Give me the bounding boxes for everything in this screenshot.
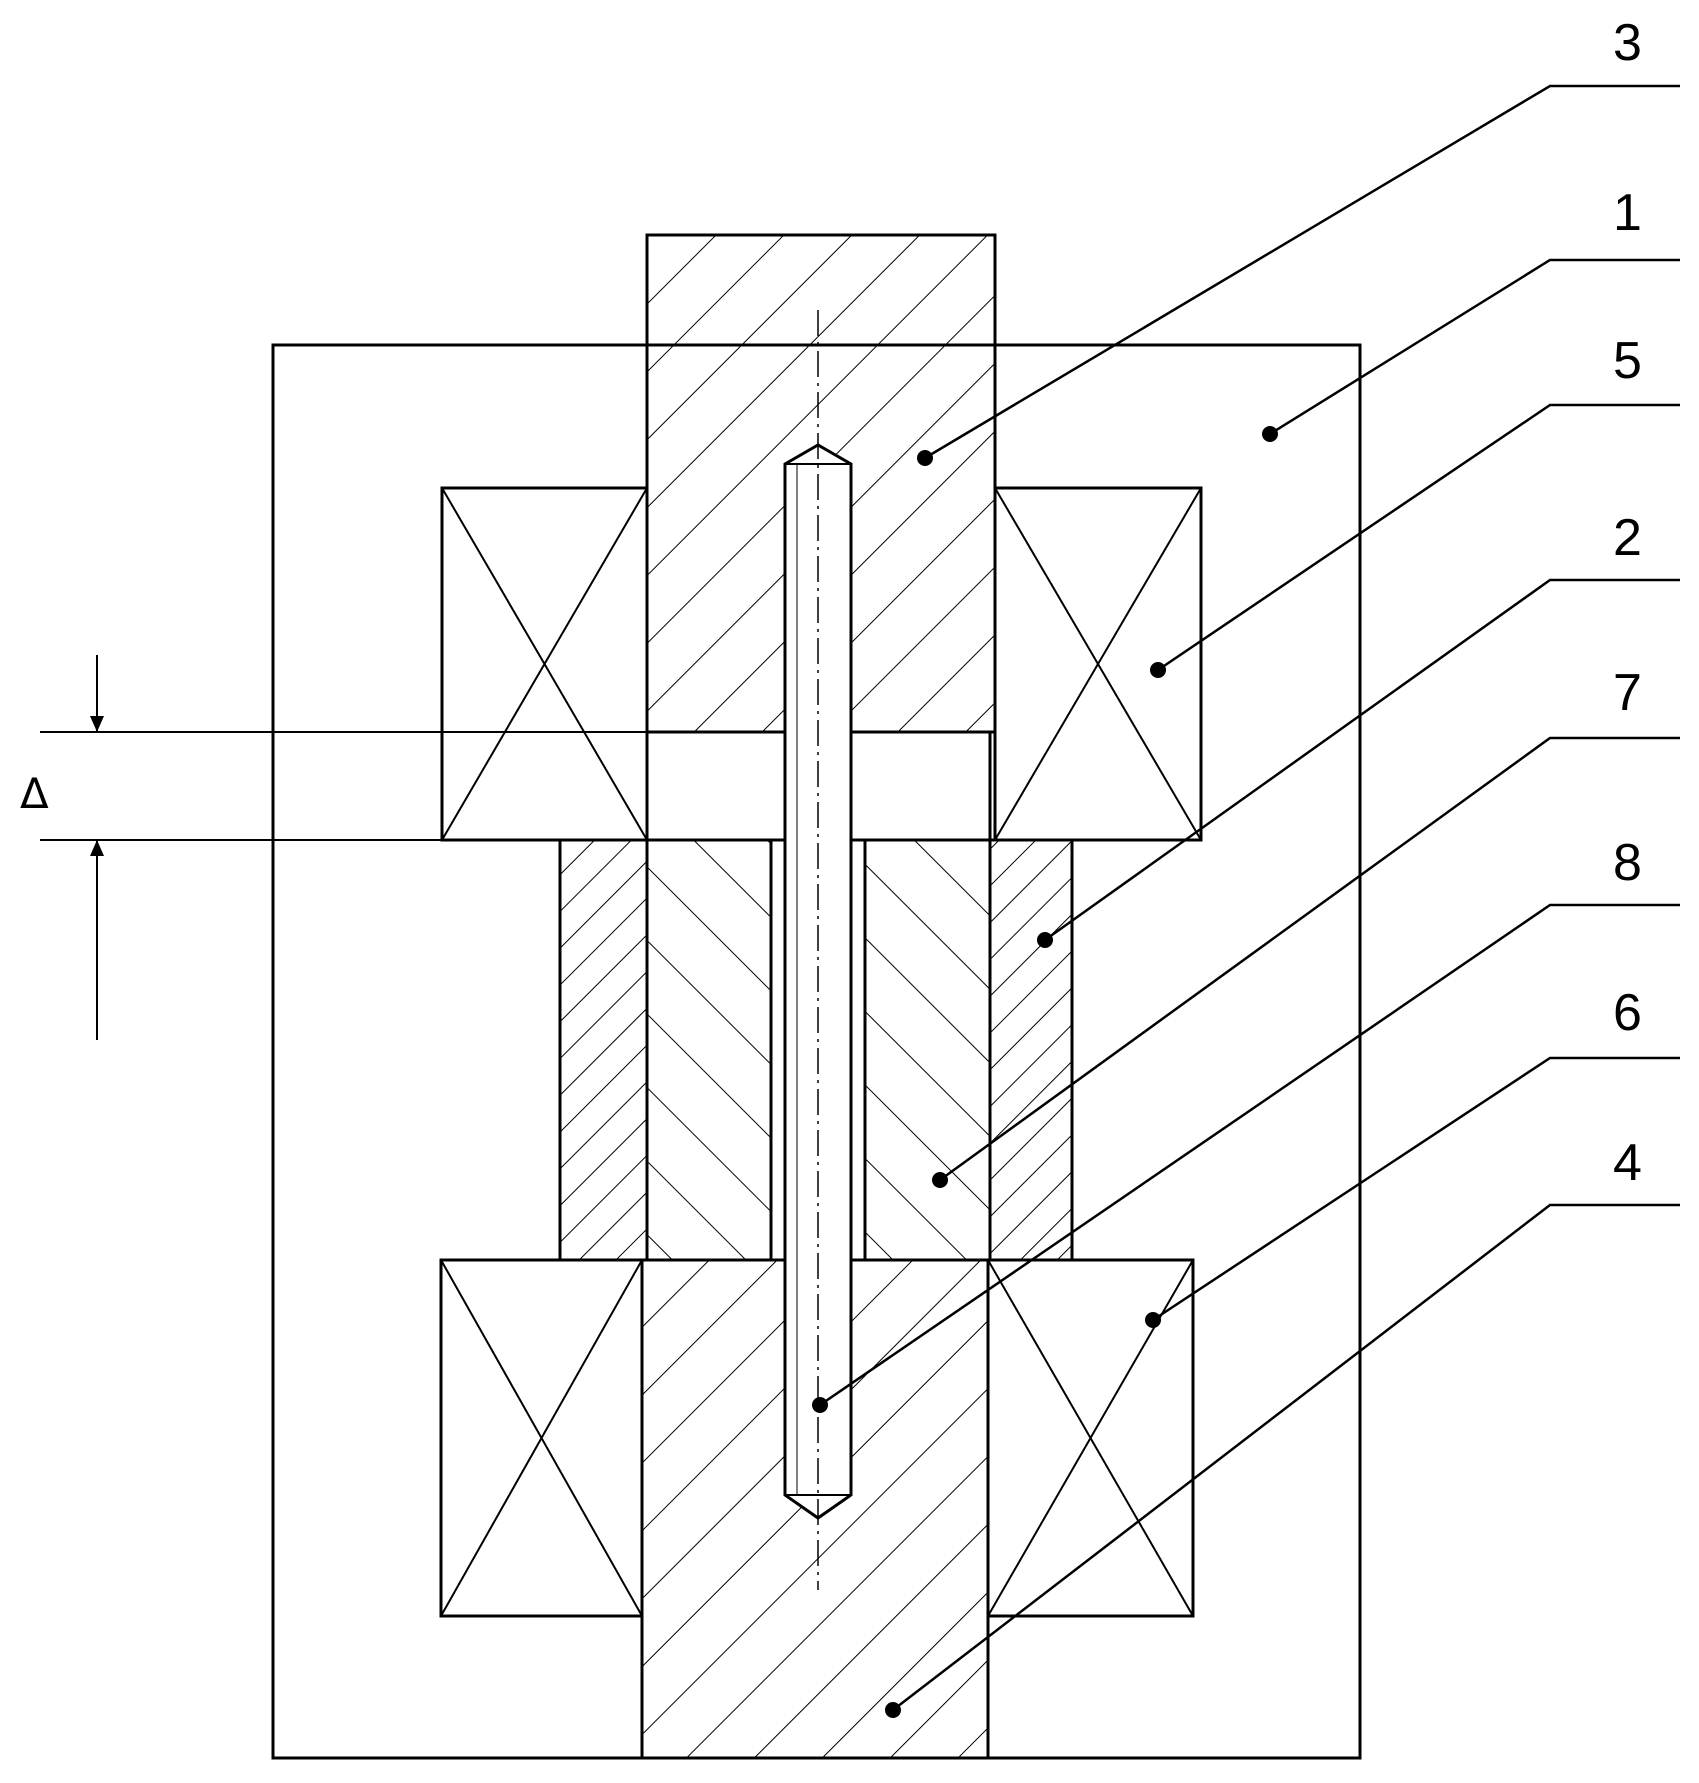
callout-1: 1 xyxy=(1613,184,1642,242)
sleeve-left xyxy=(560,840,647,1260)
callout-5: 5 xyxy=(1613,332,1642,390)
callout-3: 3 xyxy=(1613,14,1642,72)
callout-6: 6 xyxy=(1613,984,1642,1042)
sleeve-right xyxy=(990,840,1072,1260)
callout-7: 7 xyxy=(1613,664,1642,722)
bushing-left xyxy=(647,840,771,1260)
bushing-right xyxy=(865,840,990,1260)
callout-4: 4 xyxy=(1613,1134,1642,1192)
callout-2: 2 xyxy=(1613,509,1642,567)
callout-8: 8 xyxy=(1613,834,1642,892)
gap-symbol: Δ xyxy=(20,769,49,818)
